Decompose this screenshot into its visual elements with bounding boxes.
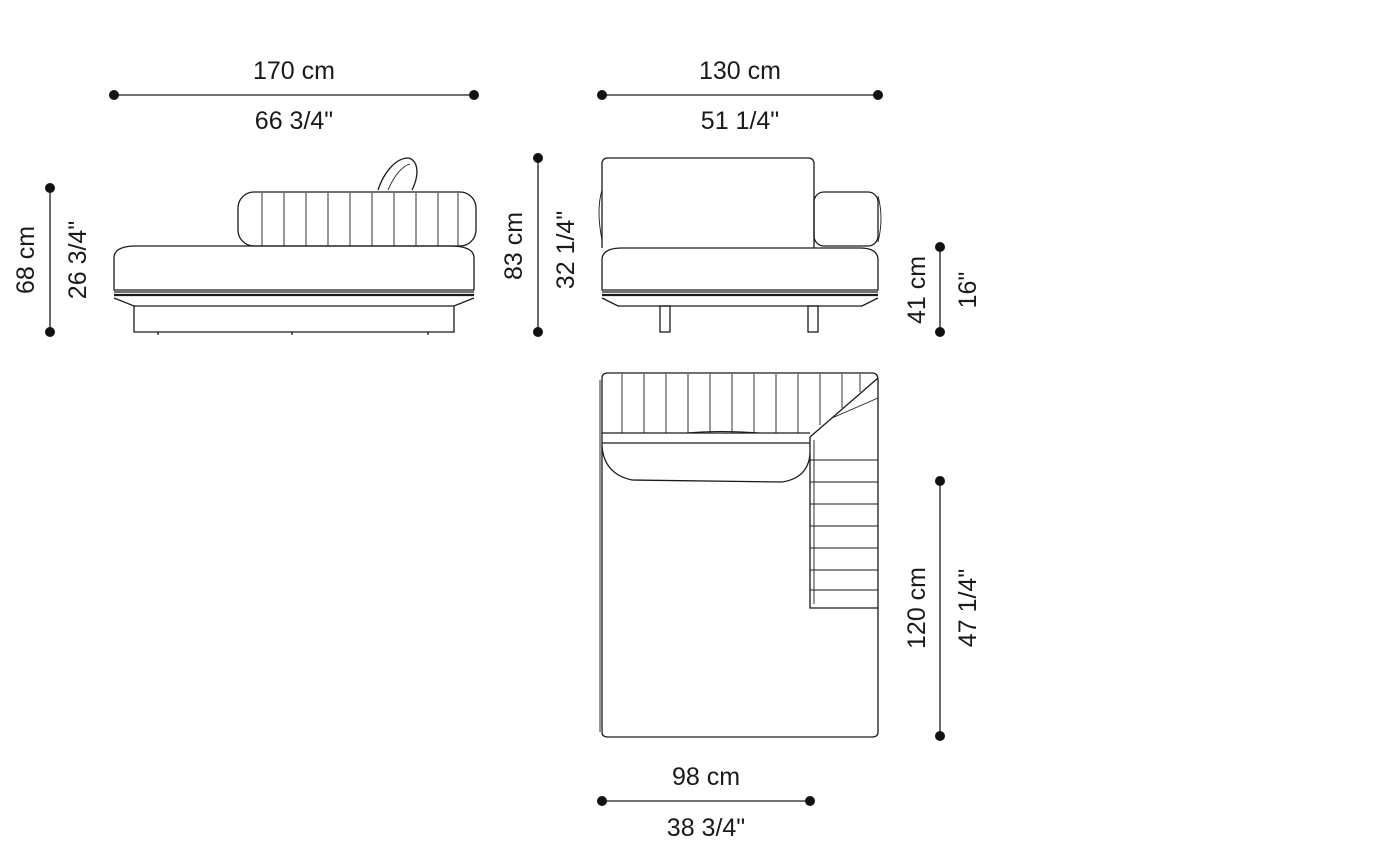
side-height-cm-label: 68 cm [12,226,40,294]
plan-width-dimension: 98 cm 38 3/4" [597,763,815,842]
front-width-in-label: 51 1/4" [701,107,779,135]
plan-depth-dimension: 120 cm 47 1/4" [903,476,982,741]
plan-depth-cm-label: 120 cm [903,567,931,649]
plan-view-drawing [599,372,879,738]
front-height-cm-label: 83 cm [500,212,528,280]
plan-width-in-label: 38 3/4" [667,814,745,842]
seat-height-cm-label: 41 cm [903,256,931,324]
front-height-dimension: 83 cm 32 1/4" [500,153,580,337]
side-width-cm-label: 170 cm [253,57,335,85]
side-view-drawing [113,157,477,335]
front-height-in-label: 32 1/4" [552,211,580,289]
side-height-in-label: 26 3/4" [64,221,92,299]
front-view-drawing [598,157,882,333]
side-width-in-label: 66 3/4" [255,107,333,135]
side-width-dimension: 170 cm 66 3/4" [109,57,479,135]
side-height-dimension: 68 cm 26 3/4" [12,183,92,337]
front-width-dimension: 130 cm 51 1/4" [597,57,883,135]
seat-height-in-label: 16" [954,272,982,309]
front-width-cm-label: 130 cm [699,57,781,85]
plan-depth-in-label: 47 1/4" [954,569,982,647]
seat-height-dimension: 41 cm 16" [903,242,982,337]
plan-width-cm-label: 98 cm [672,763,740,791]
